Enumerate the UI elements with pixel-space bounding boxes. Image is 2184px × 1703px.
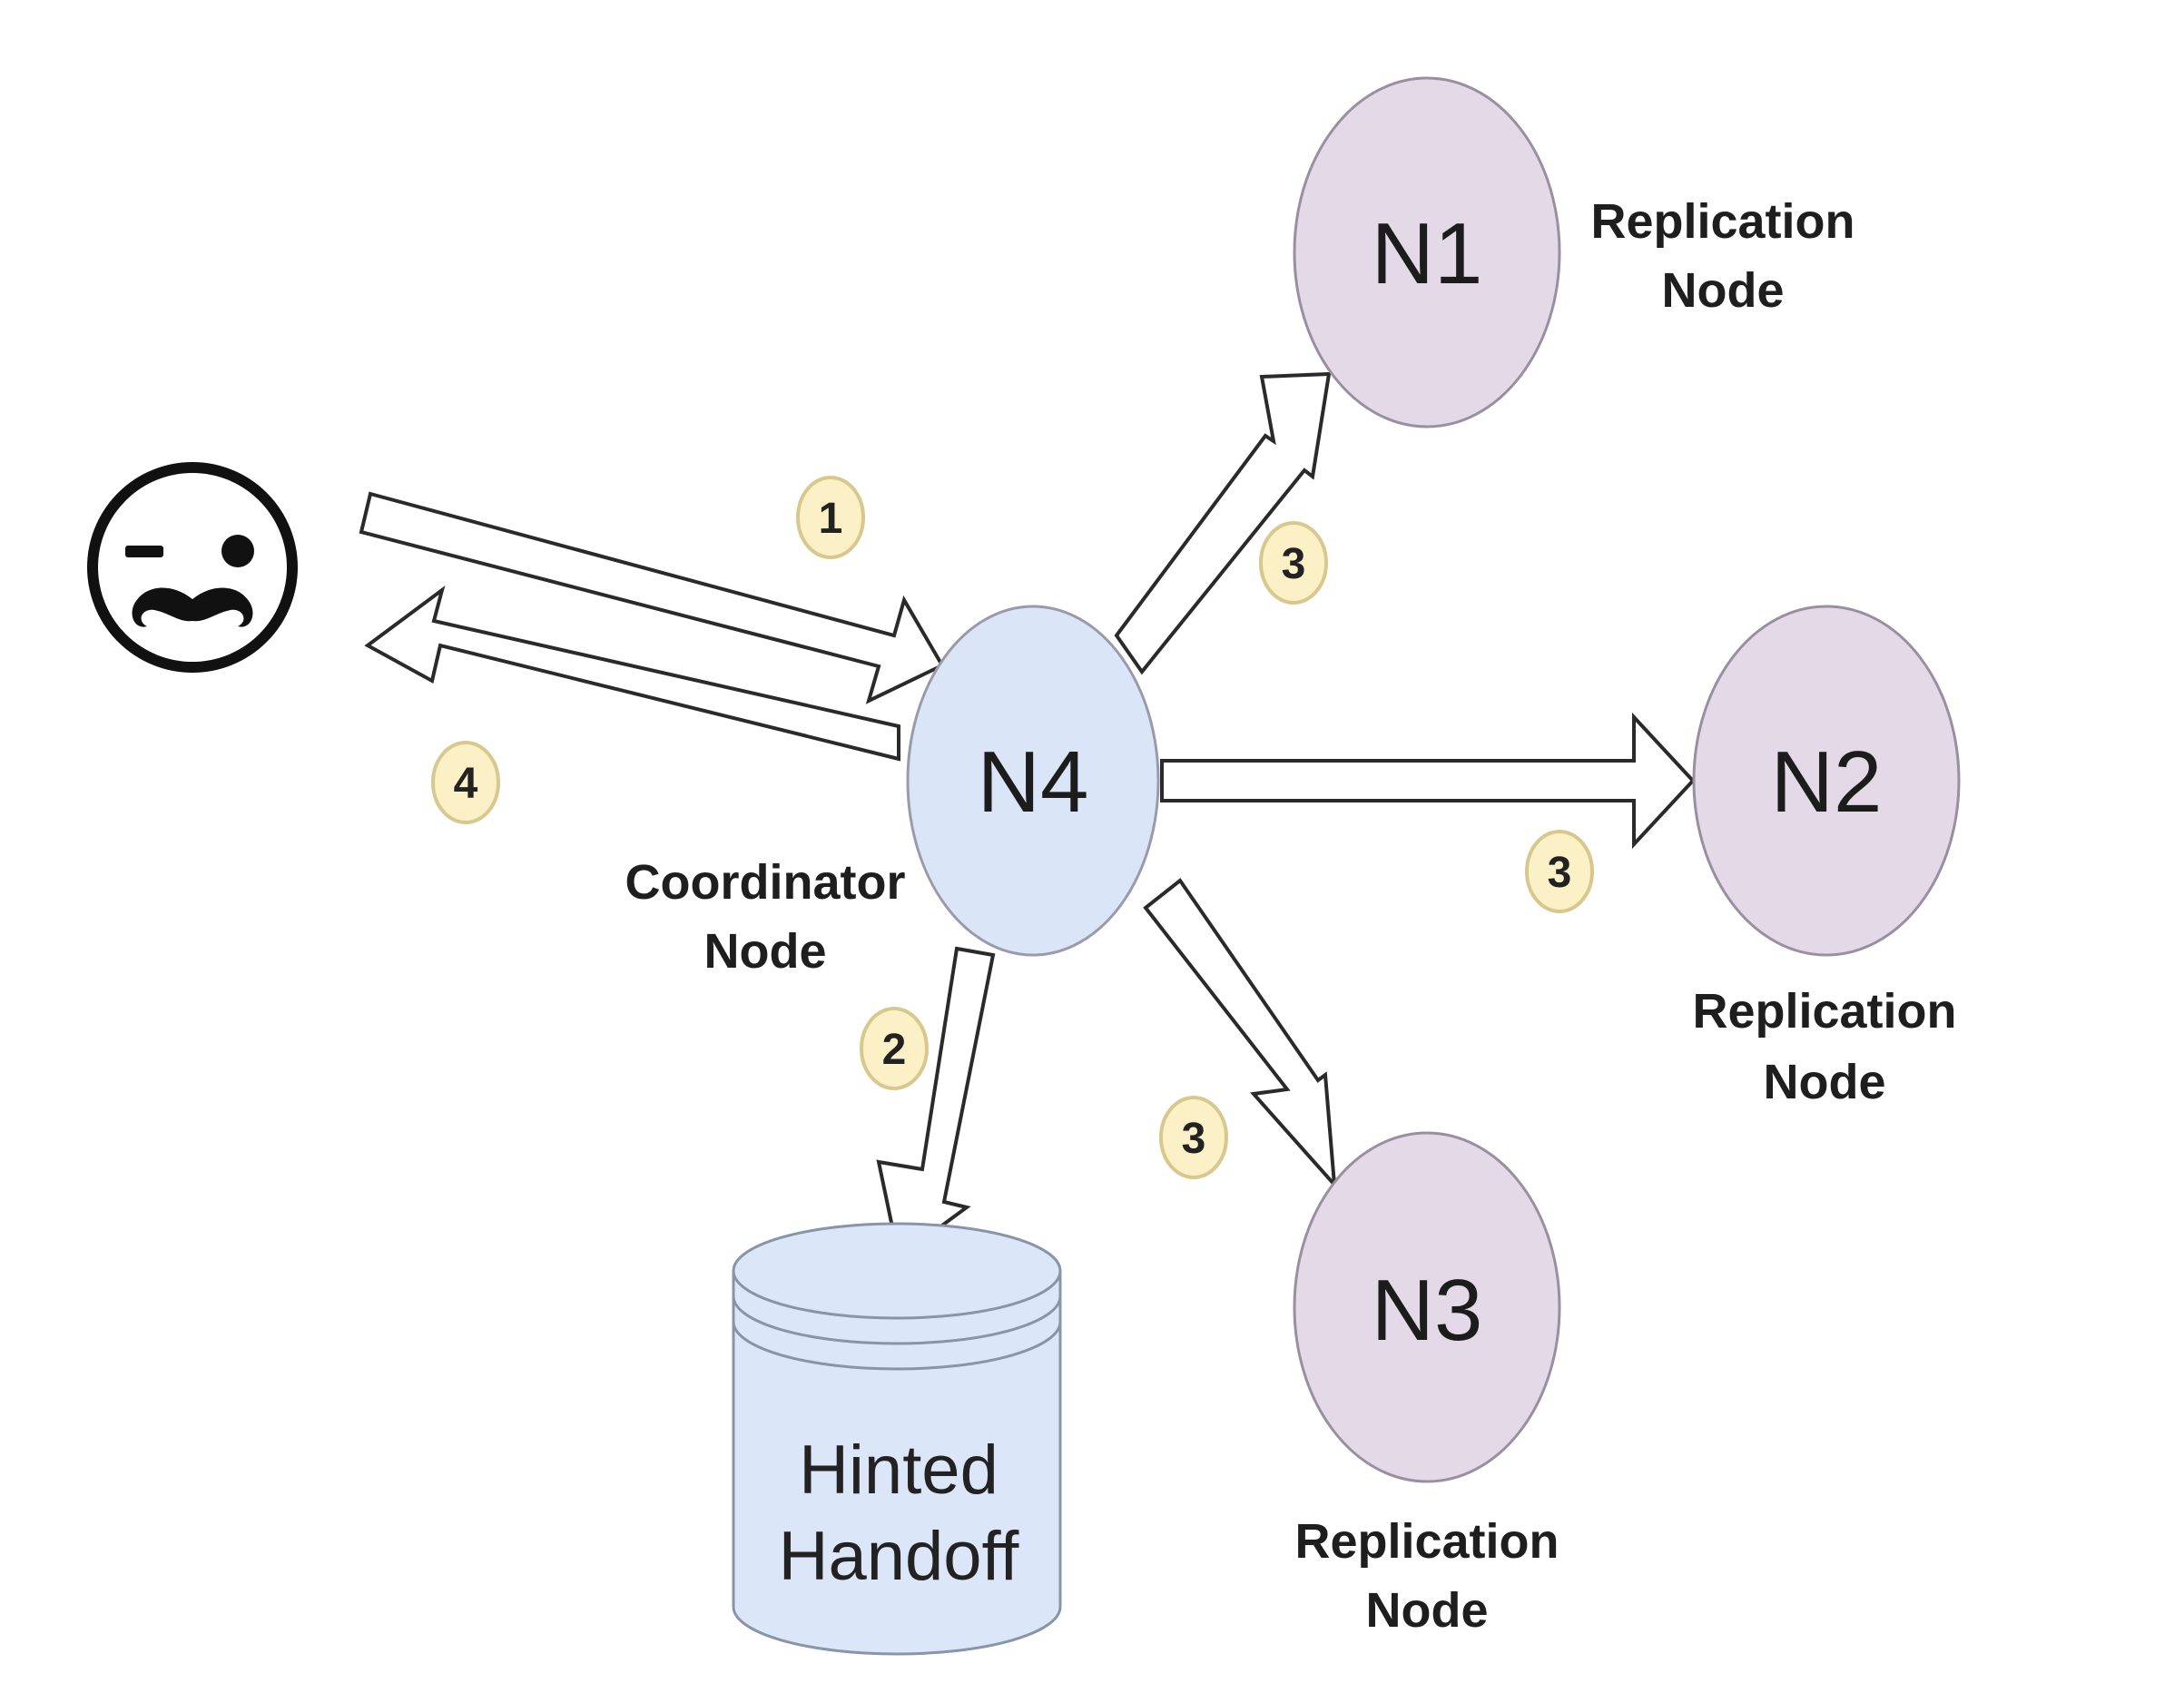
svg-text:3: 3 — [1282, 540, 1306, 588]
replicate-arrow-n2 — [1160, 712, 1696, 850]
svg-text:Node: Node — [1366, 1583, 1489, 1638]
n4-label: N4 — [978, 733, 1089, 831]
step-badge-replicate-n3: 3 — [1159, 1096, 1228, 1179]
svg-text:Node: Node — [1662, 263, 1785, 318]
svg-text:Node: Node — [704, 924, 827, 979]
replication-node-n3: N3 — [1293, 1131, 1561, 1483]
step-badge-request: 1 — [796, 476, 865, 559]
hinted-handoff-store: Hinted Handoff — [732, 1222, 1062, 1656]
svg-text:Replication: Replication — [1590, 194, 1854, 249]
n3-label: N3 — [1372, 1262, 1483, 1359]
svg-text:3: 3 — [1182, 1115, 1206, 1163]
coordinator-node-n4: N4 — [906, 605, 1160, 957]
replication-node-n2: N2 — [1692, 605, 1961, 957]
n1-label: N1 — [1372, 205, 1483, 302]
step-badge-handoff: 2 — [860, 1007, 929, 1090]
n1-caption: Replication Node — [1590, 194, 1854, 318]
store-label-line1: Hinted — [799, 1432, 999, 1509]
user-face-icon — [87, 462, 298, 673]
step-badge-replicate-n2: 3 — [1525, 830, 1594, 913]
svg-text:Replication: Replication — [1294, 1514, 1559, 1569]
svg-text:Node: Node — [1764, 1055, 1886, 1109]
svg-text:2: 2 — [882, 1026, 907, 1074]
svg-text:Coordinator: Coordinator — [625, 855, 906, 910]
svg-text:3: 3 — [1548, 849, 1572, 897]
svg-text:4: 4 — [454, 760, 478, 808]
step-badge-replicate-n1: 3 — [1259, 521, 1328, 605]
handoff-arrow — [876, 946, 996, 1261]
n2-caption: Replication Node — [1692, 984, 1956, 1109]
n4-caption: Coordinator Node — [625, 855, 906, 979]
svg-text:1: 1 — [819, 495, 843, 543]
replicate-arrow-n1 — [1114, 371, 1332, 675]
store-label-line2: Handoff — [779, 1518, 1020, 1595]
replication-node-n1: N1 — [1293, 76, 1561, 428]
n3-caption: Replication Node — [1294, 1514, 1559, 1638]
request-arrow — [359, 491, 945, 704]
replicate-arrow-n3 — [1143, 878, 1337, 1190]
svg-text:Replication: Replication — [1692, 984, 1956, 1039]
response-arrow — [364, 585, 900, 762]
step-badge-response: 4 — [431, 741, 500, 824]
n2-label: N2 — [1771, 733, 1883, 831]
